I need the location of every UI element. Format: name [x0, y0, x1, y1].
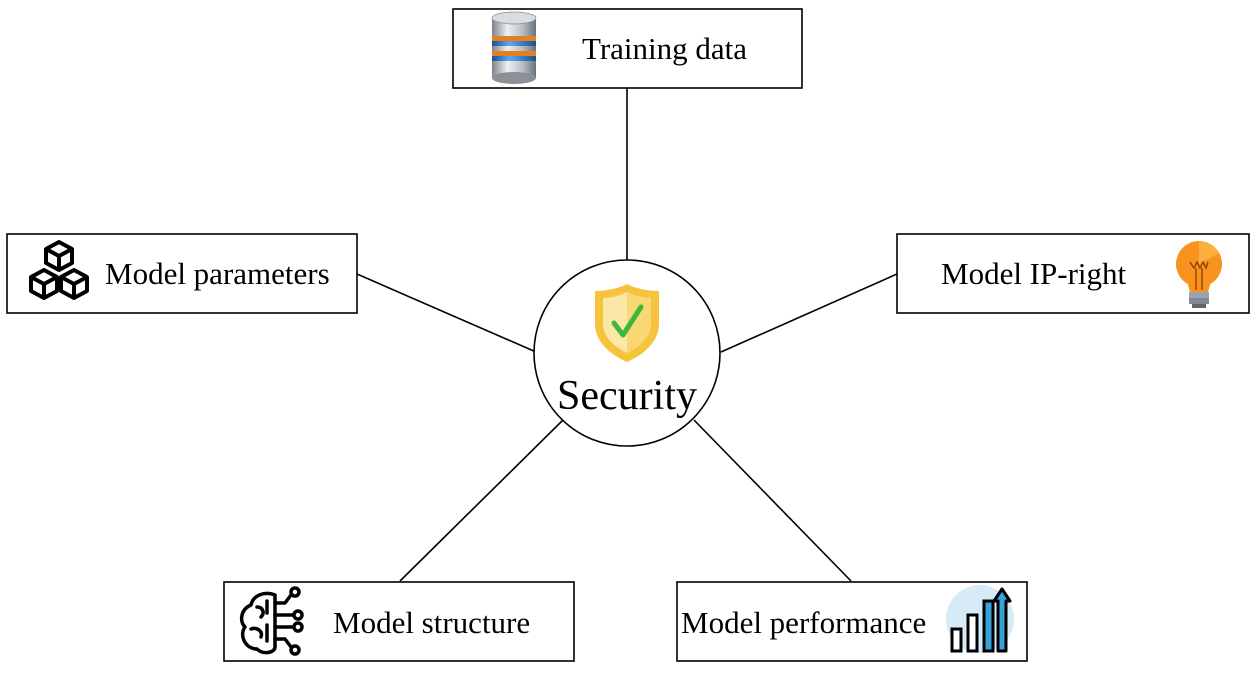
connector-model-performance [693, 419, 852, 582]
database-icon [491, 11, 537, 84]
connector-model-structure [399, 419, 564, 582]
node-label-model-performance: Model performance [681, 605, 926, 640]
shield-check-icon [595, 284, 659, 362]
node-model-performance: Model performance [676, 581, 1028, 662]
cubes-icon [29, 240, 89, 300]
node-training-data: Training data [452, 8, 803, 89]
center-node-security: Security [533, 259, 721, 447]
node-model-ip-right: Model IP-right [896, 233, 1250, 314]
bar-chart-up-icon [946, 585, 1014, 653]
center-label: Security [557, 373, 697, 419]
node-label-model-parameters: Model parameters [105, 256, 330, 291]
node-model-structure: Model structure [223, 581, 575, 662]
node-model-parameters: Model parameters [6, 233, 358, 314]
neural-circuit-icon [239, 586, 304, 656]
lightbulb-icon [1176, 241, 1222, 308]
connector-model-parameters [356, 273, 537, 353]
node-label-model-ip-right: Model IP-right [941, 256, 1127, 291]
node-label-model-structure: Model structure [333, 605, 530, 640]
connector-model-ip-right [720, 273, 898, 353]
node-label-training-data: Training data [582, 31, 747, 66]
